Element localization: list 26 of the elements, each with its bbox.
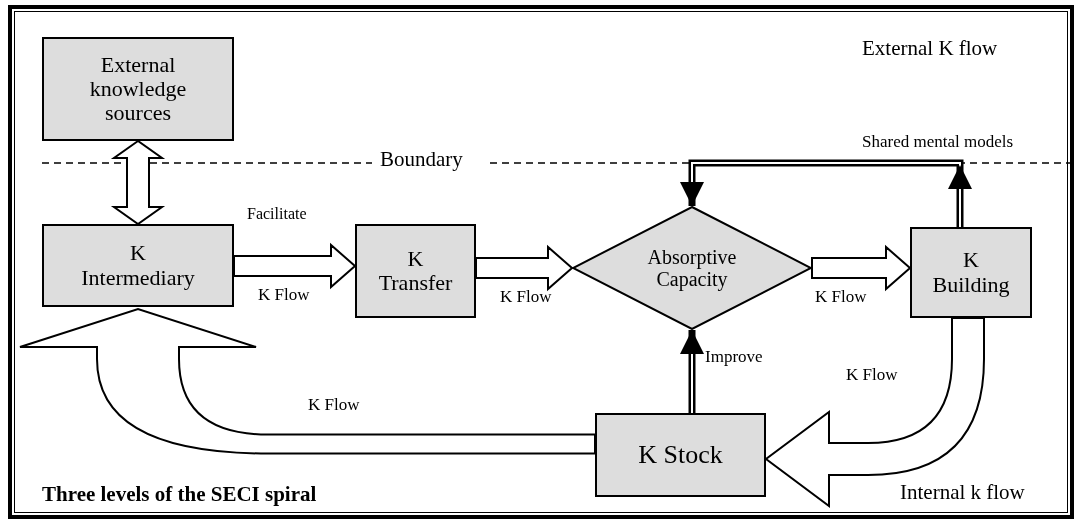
double-line-arrow bbox=[680, 159, 972, 228]
edge-label: Improve bbox=[705, 348, 763, 365]
block-arrow bbox=[19, 308, 596, 455]
block-arrow bbox=[811, 244, 912, 292]
process-box: K Building bbox=[910, 227, 1032, 318]
decision-diamond: Absorptive Capacity bbox=[572, 206, 812, 330]
annotation-text: External K flow bbox=[862, 38, 998, 59]
process-box: K Stock bbox=[595, 413, 766, 497]
process-box: External knowledge sources bbox=[42, 37, 234, 141]
edge-label: K Flow bbox=[308, 396, 360, 413]
edge-label: K Flow bbox=[846, 366, 898, 383]
double-line-arrow bbox=[680, 330, 704, 414]
edge-label: K Flow bbox=[258, 286, 310, 303]
edge-label: Shared mental models bbox=[862, 133, 1014, 150]
annotation-text: Facilitate bbox=[247, 206, 307, 222]
diagram-title: Three levels of the SECI spiral bbox=[42, 484, 317, 505]
edge-label: K Flow bbox=[815, 288, 867, 305]
edge-label: K Flow bbox=[500, 288, 552, 305]
block-arrow bbox=[475, 244, 574, 292]
block-arrow bbox=[765, 317, 985, 507]
block-arrow bbox=[233, 242, 357, 290]
block-arrow bbox=[110, 139, 166, 226]
annotation-text: Internal k flow bbox=[900, 482, 1025, 503]
process-box: K Intermediary bbox=[42, 224, 234, 307]
annotation-text: Boundary bbox=[380, 149, 463, 170]
process-box: K Transfer bbox=[355, 224, 476, 318]
